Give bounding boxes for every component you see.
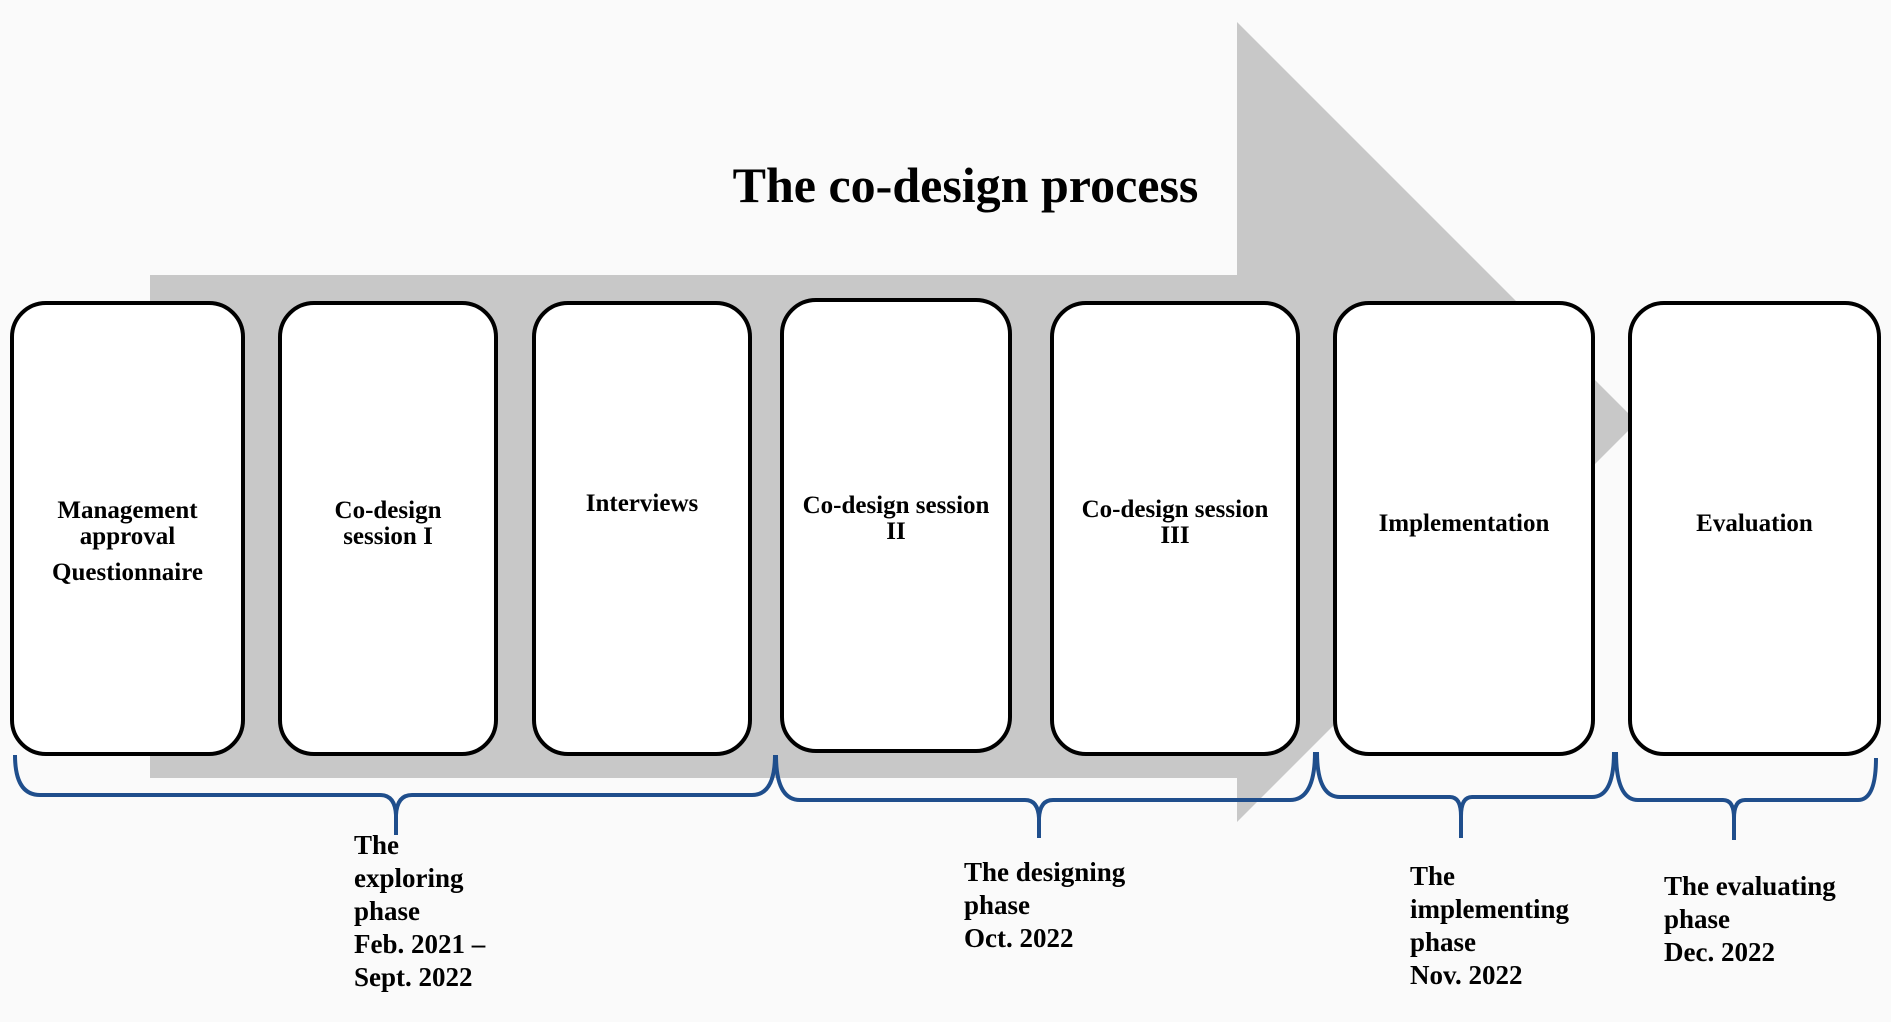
brace-evaluating [1614, 751, 1878, 840]
stage-label: Co-design session II [784, 493, 1008, 545]
phase-label-line: exploring [354, 863, 464, 893]
phase-label-line: Oct. 2022 [964, 923, 1074, 953]
stage-implementation: Implementation [1333, 301, 1595, 756]
diagram-title: The co-design process [732, 157, 1199, 213]
stage-label: Implementation [1337, 511, 1591, 537]
stage-label-line: Management approval [57, 497, 198, 550]
phase-label-line: phase [354, 896, 421, 926]
stage-label-line: Evaluation [1696, 510, 1813, 537]
stage-label: Interviews [536, 491, 748, 517]
phase-label-line: The [354, 830, 400, 860]
phase-label-line: phase [1410, 927, 1477, 957]
phase-label-line: The [1410, 861, 1456, 891]
brace-exploring [13, 754, 777, 835]
stage-label-line: Interviews [585, 490, 699, 517]
stage-label: Co-design session I [282, 498, 494, 550]
phase-label-line: implementing [1410, 894, 1569, 924]
stage-label-line: Implementation [1378, 510, 1550, 537]
stage-evaluation: Evaluation [1628, 301, 1881, 756]
phase-label-line: Sept. 2022 [354, 962, 473, 992]
phase-label-line: Feb. 2021 – [354, 929, 486, 959]
phase-label-line: phase [964, 890, 1031, 920]
stage-label-line: Co-design session III [1081, 496, 1269, 549]
stage-interviews: Interviews [532, 301, 752, 756]
stage-label: Evaluation [1632, 511, 1877, 537]
stage-label: Co-design session III [1054, 497, 1296, 549]
phase-label-line: Nov. 2022 [1410, 960, 1523, 990]
phase-label-line: The designing [964, 857, 1126, 887]
phase-label-line: Dec. 2022 [1664, 937, 1775, 967]
stage-co-design-session-2: Co-design session II [780, 298, 1012, 753]
brace-implementing [1315, 751, 1616, 838]
phase-label-line: phase [1664, 904, 1731, 934]
stage-co-design-session-1: Co-design session I [278, 301, 498, 756]
phase-label-line: The evaluating [1664, 871, 1836, 901]
stage-label-line: Questionnaire [52, 559, 203, 586]
stage-label-line: Co-design session II [802, 492, 990, 545]
stage-label-line: Co-design session I [334, 497, 442, 550]
brace-designing [774, 751, 1317, 838]
stage-co-design-session-3: Co-design session III [1050, 301, 1300, 756]
